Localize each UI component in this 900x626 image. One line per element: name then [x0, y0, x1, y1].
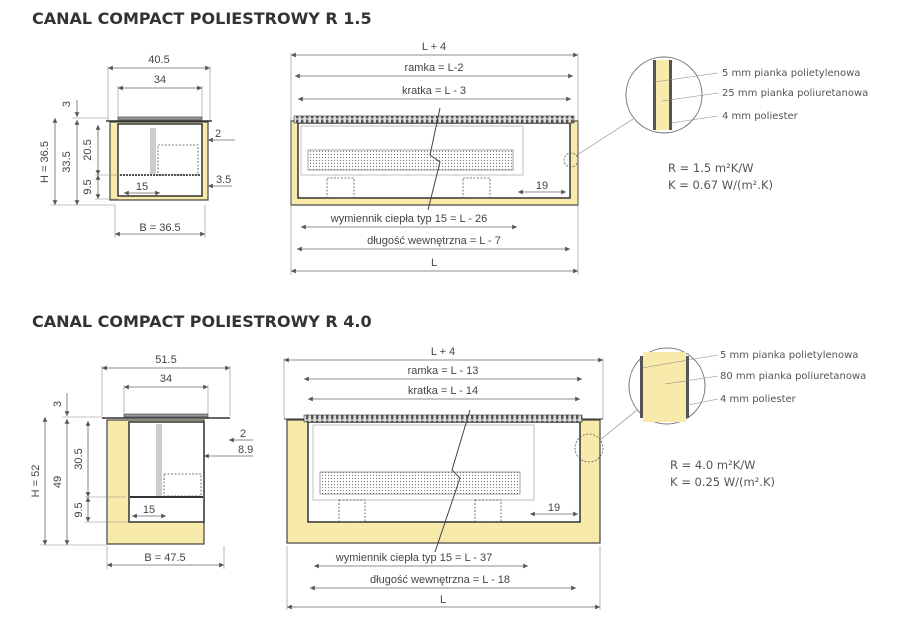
support-foot: [326, 177, 355, 199]
dim-inner-height: 49: [52, 476, 64, 488]
dim-height: H = 52: [30, 465, 42, 498]
r-value: R = 1.5 m²K/W: [668, 161, 753, 175]
cross-section-r40: 51.5 34 3 H = 52 49 30.5 9.5 15 2 8.9 B …: [30, 354, 253, 569]
dim-top: 3: [61, 101, 73, 107]
dim-exchanger: wymiennik ciepła typ 15 = L - 26: [330, 213, 487, 225]
partition: [156, 424, 162, 496]
r-value: R = 4.0 m²K/W: [670, 458, 755, 472]
dim-lower: 9.5: [73, 502, 85, 517]
long-view-r15: L + 4 ramka = L-2 kratka = L - 3 19 wymi…: [290, 41, 579, 275]
partition: [150, 128, 156, 174]
dim-exchanger: wymiennik ciepła typ 15 = L - 37: [335, 552, 492, 564]
dim-base: B = 36.5: [139, 222, 180, 234]
inner-housing: [128, 421, 205, 523]
insulation-detail-r40: 5 mm pianka polietylenowa 80 mm pianka p…: [599, 347, 866, 489]
break-line: [427, 107, 441, 211]
dim-offset: 19: [536, 180, 548, 192]
dim-inner-length: długość wewnętrzna = L - 18: [370, 574, 510, 586]
cross-section-r15: 40.5 34 3 H = 36.5 33.5 20.5 9.5 15 2 3.…: [39, 54, 235, 238]
dim-offset: 19: [548, 502, 560, 514]
layer-label: 5 mm pianka polietylenowa: [720, 350, 858, 361]
dim-gap: 2: [215, 128, 221, 140]
dim-inner-length: długość wewnętrzna = L - 7: [367, 235, 501, 247]
layer-label: 80 mm pianka poliuretanowa: [720, 371, 866, 382]
inner-housing: [117, 123, 203, 197]
dim-wall: 3.5: [216, 174, 231, 186]
long-view-r40: L + 4 ramka = L - 13 kratka = L - 14 19 …: [283, 346, 604, 610]
insulation-detail-r15: 5 mm pianka polietylenowa 25 mm pianka p…: [576, 56, 868, 192]
dim-outer-width: 40.5: [148, 54, 169, 66]
dim-lower: 9.5: [82, 179, 94, 194]
dim-gap: 2: [240, 428, 246, 440]
grate: [117, 116, 203, 121]
dim-outer-width: 51.5: [155, 354, 176, 366]
section-title: CANAL COMPACT POLIESTROWY R 1.5: [32, 9, 372, 28]
layer-label: 4 mm poliester: [720, 394, 797, 405]
dim-frame: ramka = L - 13: [408, 365, 479, 377]
dim-wall: 8.9: [238, 444, 253, 456]
dim-base: B = 47.5: [144, 552, 185, 564]
k-value: K = 0.67 W/(m².K): [668, 178, 773, 192]
layer-label: 5 mm pianka polietylenowa: [722, 68, 860, 79]
dim-length: L: [431, 257, 437, 269]
dim-grate: kratka = L - 3: [402, 85, 466, 97]
k-value: K = 0.25 W/(m².K): [670, 475, 775, 489]
dim-total: L + 4: [422, 41, 446, 53]
dim-upper: 20.5: [82, 139, 94, 160]
layer-label: 25 mm pianka poliuretanowa: [722, 88, 868, 99]
dim-inner-height: 33.5: [61, 151, 73, 172]
dim-grate-width: 34: [154, 74, 166, 86]
dim-top: 3: [52, 401, 64, 407]
break-line: [434, 409, 471, 553]
support-foot: [338, 499, 366, 523]
detail-marker: [574, 433, 604, 463]
dim-total: L + 4: [431, 346, 455, 358]
dim-grate: kratka = L - 14: [408, 385, 478, 397]
support-foot: [474, 499, 502, 523]
grate: [123, 413, 209, 418]
dim-grate-width: 34: [160, 373, 172, 385]
grate: [303, 414, 583, 423]
dim-upper: 30.5: [73, 448, 85, 469]
dim-shelf: 15: [136, 181, 148, 193]
dim-frame: ramka = L-2: [405, 62, 464, 74]
dim-shelf: 15: [143, 504, 155, 516]
dim-length: L: [440, 594, 446, 606]
layer-label: 4 mm poliester: [722, 111, 799, 122]
grate: [293, 115, 575, 124]
dim-height: H = 36.5: [39, 141, 51, 183]
section-title: CANAL COMPACT POLIESTROWY R 4.0: [32, 312, 372, 331]
support-foot: [462, 177, 491, 199]
